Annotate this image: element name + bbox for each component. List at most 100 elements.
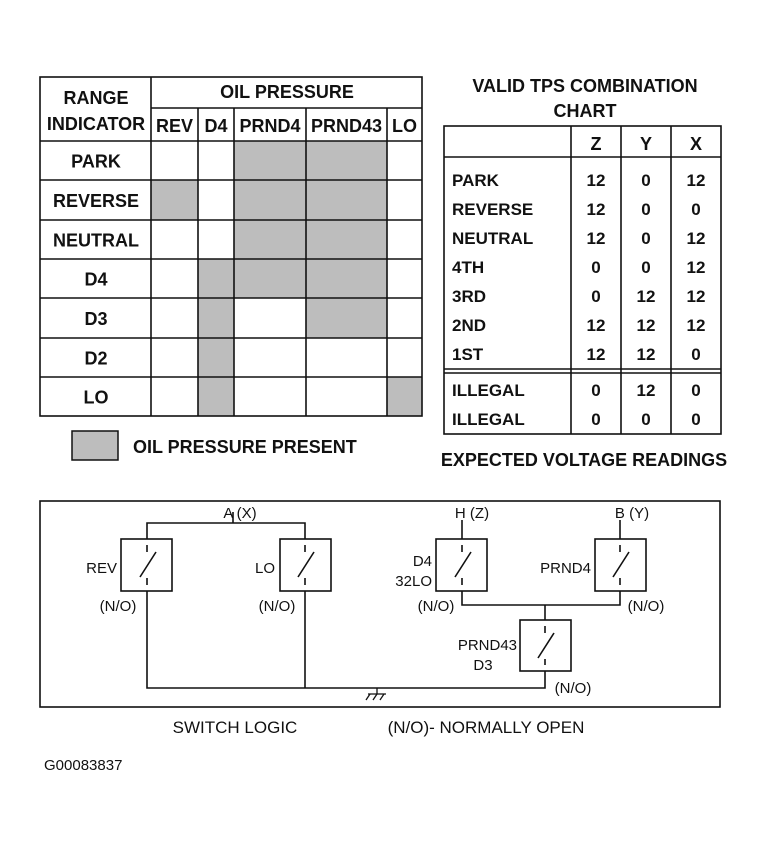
prnd4-no-label: (N/O) [628, 598, 665, 615]
tps-cell-value: 12 [587, 171, 606, 190]
a-terminal-bus [146, 522, 306, 539]
pressure-present-cell [198, 377, 234, 416]
tps-table-border [443, 125, 722, 435]
switch-contact-icon [297, 545, 315, 585]
tps-row-label: REVERSE [452, 200, 533, 219]
tps-cell-value: 12 [587, 316, 606, 335]
range-row-label: REVERSE [53, 191, 139, 211]
range-row-label: D4 [84, 270, 107, 290]
tps-column-header: Y [640, 134, 652, 154]
tps-cell-value: 0 [691, 345, 700, 364]
pressure-column-header: LO [392, 116, 417, 136]
pressure-present-cell [198, 338, 234, 377]
tps-cell-value: 12 [687, 258, 706, 277]
switch-contact-icon [454, 545, 472, 585]
oil-pressure-header: OIL PRESSURE [220, 82, 354, 102]
tps-cell-value: 12 [637, 316, 656, 335]
b-terminal-label: B (Y) [615, 505, 649, 522]
pressure-shading-layer [151, 141, 422, 416]
tps-cell-value: 12 [687, 229, 706, 248]
pressure-table-border [39, 76, 423, 417]
switch-logic-diagram: A (X) H (Z) B (Y) REV LO D4 32LO PRND4 P… [39, 500, 721, 708]
range-row-label: NEUTRAL [53, 231, 139, 251]
tps-row-label: 4TH [452, 258, 484, 277]
h-terminal-label: H (Z) [455, 505, 489, 522]
tps-illegal-label: ILLEGAL [452, 381, 525, 400]
tps-cell-value: 12 [637, 381, 656, 400]
tps-cell-value: 0 [591, 410, 600, 429]
tps-cell-value: 12 [587, 229, 606, 248]
tps-cell-value: 0 [591, 258, 600, 277]
oil-pressure-legend-swatch [71, 430, 119, 461]
pressure-present-cell [306, 180, 387, 220]
pressure-present-cell [198, 259, 234, 298]
tps-illegal-label: ILLEGAL [452, 410, 525, 429]
tps-cell-value: 0 [591, 381, 600, 400]
tps-cell-value: 0 [641, 200, 650, 219]
switch-logic-frame [39, 500, 721, 708]
tps-cell-value: 0 [691, 410, 700, 429]
pressure-present-cell [234, 141, 306, 180]
tps-cell-value: 12 [687, 287, 706, 306]
tps-cell-value: 0 [641, 410, 650, 429]
pressure-present-cell [306, 259, 387, 298]
tps-cell-value: 12 [587, 345, 606, 364]
tps-column-header: Z [591, 134, 602, 154]
switch-contact-icon [537, 626, 555, 665]
tps-table-grid [443, 125, 722, 435]
rev-switch [120, 538, 173, 592]
lo-switch [279, 538, 332, 592]
lo-switch-label: LO [255, 560, 275, 577]
pressure-present-cell [234, 180, 306, 220]
pressure-column-header: REV [156, 116, 193, 136]
tps-cell-value: 0 [691, 200, 700, 219]
tps-chart-title-line1: VALID TPS COMBINATION [472, 76, 697, 96]
tps-cell-value: 12 [637, 287, 656, 306]
pressure-present-cell [306, 298, 387, 338]
tps-chart-title-line2: CHART [554, 101, 617, 121]
tps-row-label: NEUTRAL [452, 229, 533, 248]
range-row-label: D3 [84, 309, 107, 329]
32lo-switch-label: 32LO [395, 573, 432, 590]
normally-open-caption: (N/O)- NORMALLY OPEN [388, 718, 585, 737]
ground-icon [365, 688, 386, 701]
rev-no-label: (N/O) [100, 598, 137, 615]
pressure-present-cell [234, 259, 306, 298]
pressure-present-cell [198, 298, 234, 338]
d4-32lo-switch [435, 538, 488, 592]
tps-cell-value: 0 [591, 287, 600, 306]
prnd43-no-label: (N/O) [555, 680, 592, 697]
pressure-present-cell [387, 377, 422, 416]
d3-switch-label: D3 [473, 657, 492, 674]
range-indicator-label-line2: INDICATOR [47, 114, 145, 134]
tps-column-header: X [690, 134, 702, 154]
tps-cell-value: 0 [641, 171, 650, 190]
ground-bus [146, 591, 546, 689]
tps-row-label: 3RD [452, 287, 486, 306]
tps-cell-value: 12 [687, 316, 706, 335]
range-row-label: LO [84, 388, 109, 408]
tps-cell-value: 0 [641, 229, 650, 248]
tps-row-label: 2ND [452, 316, 486, 335]
pressure-present-cell [234, 220, 306, 259]
range-row-label: PARK [71, 152, 121, 172]
a-terminal-label: A (X) [223, 505, 256, 522]
switch-contact-icon [612, 545, 630, 585]
tps-cell-value: 12 [637, 345, 656, 364]
pressure-present-cell [306, 141, 387, 180]
d4-switch-label: D4 [413, 553, 432, 570]
pressure-column-header: PRND4 [239, 116, 300, 136]
figure-id: G00083837 [44, 757, 122, 774]
tps-row-label: PARK [452, 171, 500, 190]
oil-pressure-legend-label: OIL PRESSURE PRESENT [133, 437, 357, 457]
switch-contact-icon [139, 545, 157, 585]
prnd43-d3-switch [519, 619, 572, 672]
pressure-table-grid [39, 76, 423, 417]
prnd4-switch [594, 538, 647, 592]
expected-voltage-caption: EXPECTED VOLTAGE READINGS [441, 450, 727, 470]
